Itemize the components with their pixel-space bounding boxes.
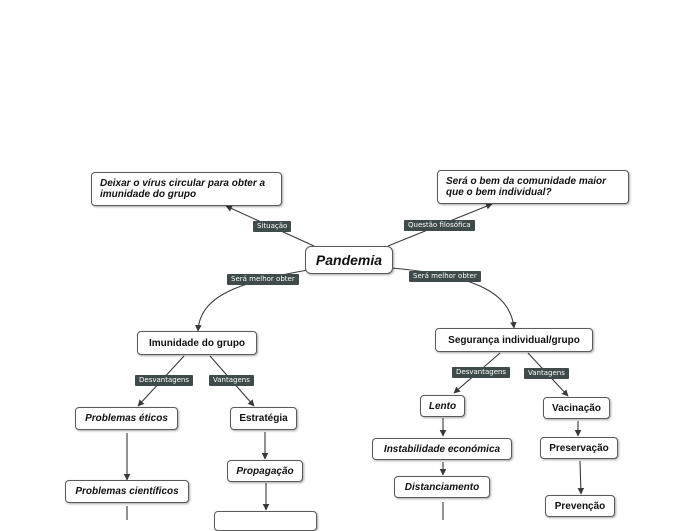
node-slow[interactable]: Lento (420, 395, 465, 417)
link-label-philosophical: Questão filosófica (404, 220, 475, 231)
node-truncated-bottom (214, 511, 317, 531)
node-philosophical-question[interactable]: Será o bem da comunidade maior que o bem… (437, 170, 629, 204)
link-label-best-left: Será melhor obter (227, 274, 299, 285)
node-scientific-problems[interactable]: Problemas científicos (65, 480, 189, 503)
link-label-best-right: Será melhor obter (409, 271, 481, 282)
central-topic-node[interactable]: Pandemia (305, 246, 393, 274)
edge-preservation-prevention (577, 460, 585, 495)
node-strategy[interactable]: Estratégia (230, 407, 297, 430)
link-label-situation: Situação (253, 221, 292, 232)
link-label-advantages-right: Vantagens (524, 368, 569, 379)
node-distancing[interactable]: Distanciamento (394, 476, 490, 498)
link-label-disadvantages-right: Desvantagens (452, 367, 511, 378)
link-label-disadvantages-left: Desvantagens (135, 375, 194, 386)
node-prevention[interactable]: Prevenção (545, 495, 615, 517)
edge-center-individual-safety (391, 267, 517, 329)
node-propagation[interactable]: Propagação (227, 460, 303, 482)
node-individual-safety[interactable]: Segurança individual/grupo (435, 328, 593, 352)
node-economic-instability[interactable]: Instabilidade económica (372, 438, 512, 460)
node-herd-top[interactable]: Deixar o vírus circular para obter a imu… (91, 172, 282, 206)
node-ethical-problems[interactable]: Problemas éticos (75, 407, 178, 430)
link-label-advantages-left: Vantagens (209, 375, 254, 386)
node-vaccination[interactable]: Vacinação (543, 397, 610, 419)
node-preservation[interactable]: Preservação (540, 437, 618, 459)
node-herd-immunity[interactable]: Imunidade do grupo (137, 331, 257, 355)
